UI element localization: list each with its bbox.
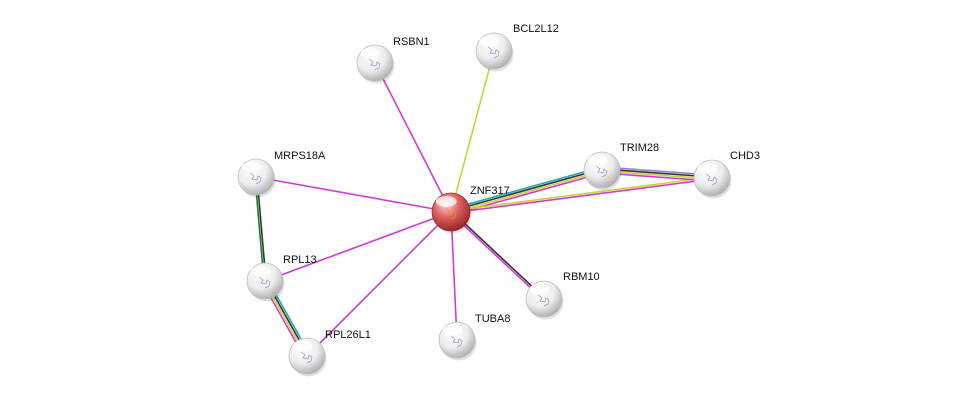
edge-trim28-chd3 <box>601 166 713 182</box>
edges-layer <box>254 50 713 358</box>
node-tuba8[interactable]: TUBA8 <box>438 313 510 361</box>
edge-znf317-tuba8 <box>450 211 458 341</box>
node-label: TRIM28 <box>620 142 659 154</box>
protein-structure-icon <box>487 46 500 59</box>
node-label: ZNF317 <box>470 185 510 197</box>
node-highlight <box>360 48 381 59</box>
edge-znf317-mrps18a <box>255 176 452 213</box>
edge-line <box>449 212 544 301</box>
edge-line <box>601 170 712 180</box>
edge-znf317-rpl13 <box>264 211 452 282</box>
node-mrps18a[interactable]: MRPS18A <box>237 150 326 198</box>
node-highlight <box>250 266 271 277</box>
edge-znf317-rsbn1 <box>374 62 452 213</box>
node-highlight <box>292 341 313 352</box>
protein-structure-icon <box>258 276 271 289</box>
node-highlight <box>442 325 463 336</box>
edge-line <box>450 176 712 212</box>
node-znf317[interactable]: ZNF317 <box>431 185 510 234</box>
node-label: MRPS18A <box>274 150 326 162</box>
node-bcl2l12[interactable]: BCL2L12 <box>475 23 559 72</box>
node-highlight <box>697 163 718 174</box>
edge-line <box>449 166 602 210</box>
node-label: RSBN1 <box>393 36 430 48</box>
protein-structure-icon <box>705 173 718 186</box>
node-chd3[interactable]: CHD3 <box>693 150 760 199</box>
protein-structure-icon <box>249 172 262 185</box>
edge-line <box>306 211 452 357</box>
protein-structure-icon <box>450 335 463 348</box>
edge-znf317-chd3 <box>450 176 713 214</box>
edge-line <box>255 176 452 213</box>
edge-line <box>602 168 713 178</box>
node-label: TUBA8 <box>475 313 510 325</box>
protein-structure-icon <box>300 351 313 364</box>
edge-line <box>451 210 546 299</box>
edge-line <box>264 211 452 282</box>
node-trim28[interactable]: TRIM28 <box>583 142 659 191</box>
node-rpl13[interactable]: RPL13 <box>246 254 317 302</box>
node-highlight <box>241 162 262 173</box>
edge-line <box>450 168 602 212</box>
node-rpl26l1[interactable]: RPL26L1 <box>288 329 371 377</box>
edge-line <box>450 211 458 341</box>
node-rsbn1[interactable]: RSBN1 <box>356 36 430 84</box>
edge-line <box>601 172 712 182</box>
protein-structure-icon <box>444 207 457 220</box>
edge-line <box>451 178 713 214</box>
node-highlight <box>479 36 500 47</box>
protein-structure-icon <box>368 58 381 71</box>
node-label: CHD3 <box>730 150 760 162</box>
node-label: RPL13 <box>283 254 317 266</box>
edge-line <box>602 166 713 176</box>
edge-znf317-bcl2l12 <box>450 50 495 213</box>
edge-znf317-rpl26l1 <box>306 211 452 357</box>
edge-line <box>374 62 452 213</box>
node-highlight <box>587 155 608 166</box>
protein-structure-icon <box>595 165 608 178</box>
node-highlight <box>435 196 457 207</box>
edge-znf317-rbm10 <box>449 210 546 301</box>
node-label: RBM10 <box>563 271 600 283</box>
node-rbm10[interactable]: RBM10 <box>525 271 600 320</box>
node-label: BCL2L12 <box>513 23 559 35</box>
edge-line <box>451 170 603 214</box>
edge-line <box>450 50 495 213</box>
node-label: RPL26L1 <box>325 329 371 341</box>
protein-structure-icon <box>537 294 550 307</box>
node-highlight <box>529 284 550 295</box>
